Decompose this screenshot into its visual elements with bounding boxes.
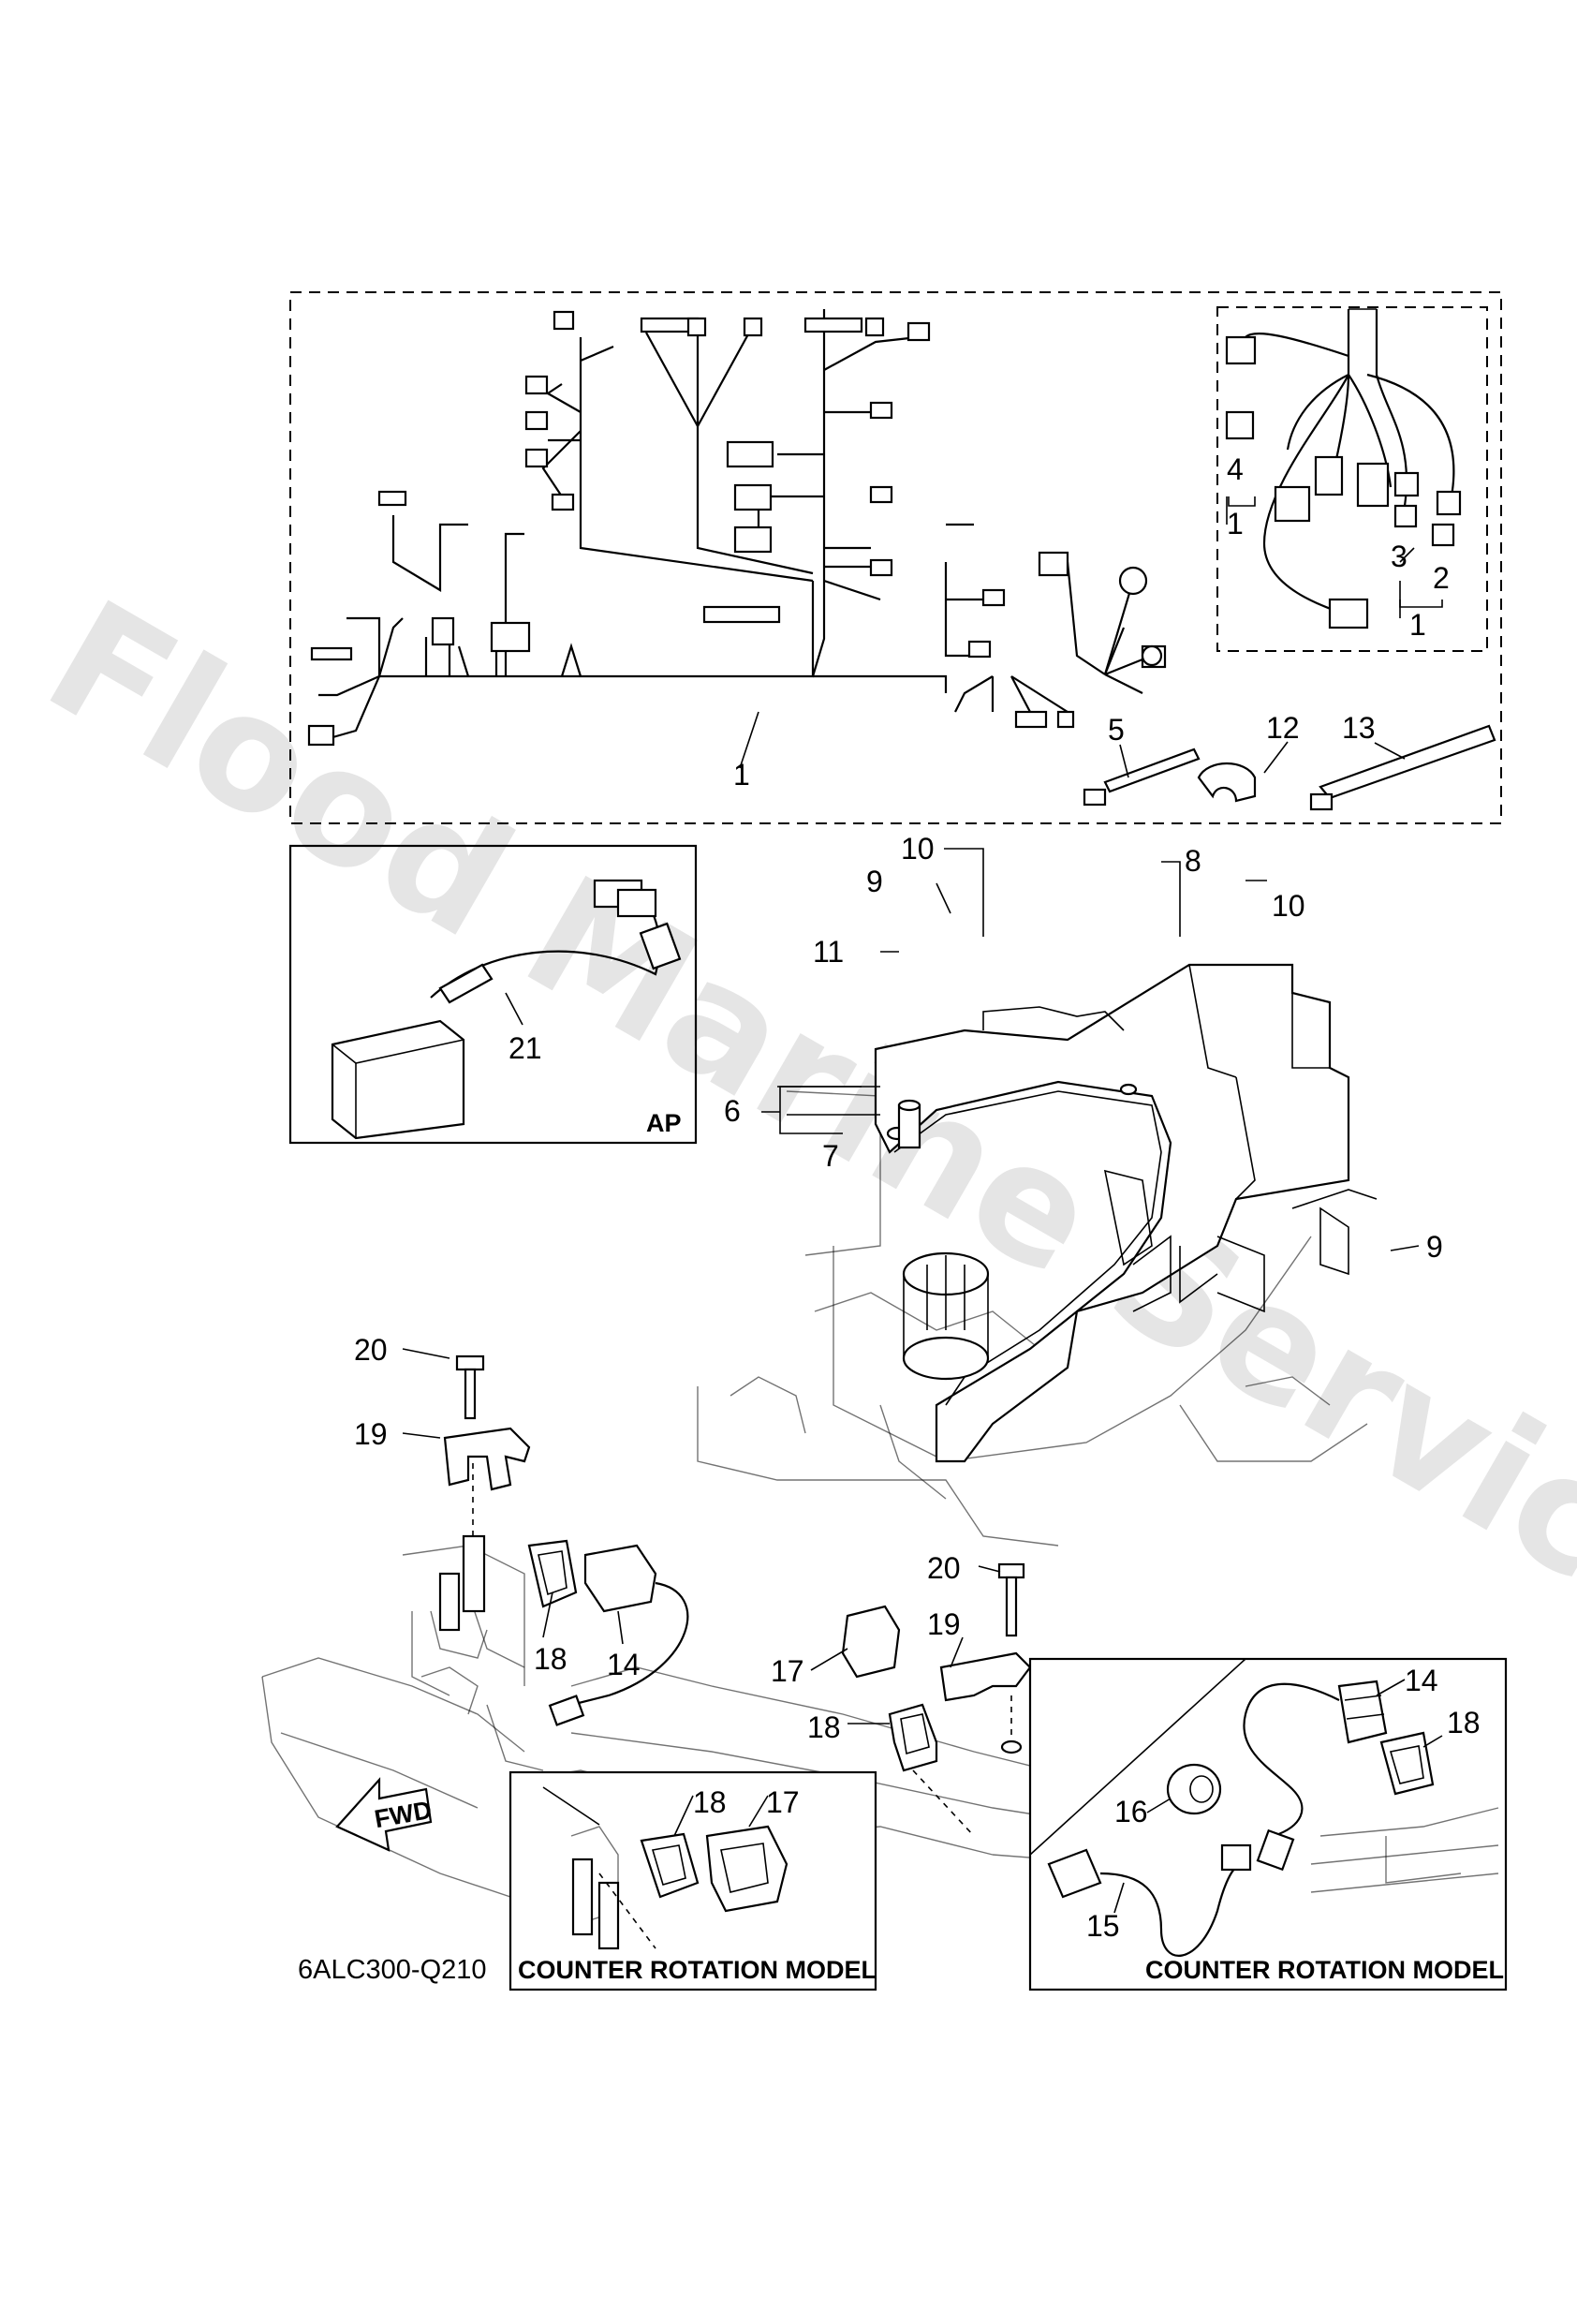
sub-harness-frame xyxy=(1216,306,1488,652)
callout-1: 1 xyxy=(733,758,750,792)
callout-1: 1 xyxy=(1409,608,1426,642)
sub-harness xyxy=(1225,308,1462,629)
callout-16: 16 xyxy=(1114,1795,1148,1828)
lower-left-illustration: FWD xyxy=(261,1354,1190,1902)
callout-4: 4 xyxy=(1227,452,1244,486)
callout-20: 20 xyxy=(354,1333,388,1367)
callout-14: 14 xyxy=(607,1648,641,1681)
callout-19: 19 xyxy=(354,1417,388,1451)
callout-10: 10 xyxy=(1272,889,1305,923)
counter-rotation-left-parts xyxy=(542,1786,788,1950)
callout-5: 5 xyxy=(1108,713,1125,747)
harness-frame xyxy=(289,291,1502,824)
wire-harness xyxy=(307,309,1167,747)
leader-lines xyxy=(402,496,1443,1914)
callout-14: 14 xyxy=(1405,1664,1438,1697)
callout-18: 18 xyxy=(807,1710,841,1744)
callout-9: 9 xyxy=(866,865,883,898)
counter-rotation-label-left: COUNTER ROTATION MODEL xyxy=(518,1956,877,1984)
callout-7: 7 xyxy=(822,1139,839,1173)
callout-8: 8 xyxy=(1185,844,1201,878)
tie-wraps xyxy=(1083,724,1496,811)
callout-9: 9 xyxy=(1426,1230,1443,1264)
callout-18: 18 xyxy=(693,1785,727,1819)
battery-cable xyxy=(331,879,682,1140)
ap-label: AP xyxy=(646,1109,682,1137)
drawing-code: 6ALC300-Q210 xyxy=(298,1955,487,1985)
callout-17: 17 xyxy=(766,1785,800,1819)
callout-3: 3 xyxy=(1391,540,1408,573)
bottom-cowling-illustration xyxy=(697,963,1378,1547)
ap-inset-frame xyxy=(288,844,698,1145)
callout-10: 10 xyxy=(901,832,935,866)
callout-6: 6 xyxy=(724,1094,741,1128)
callout-13: 13 xyxy=(1342,711,1376,745)
callout-21: 21 xyxy=(508,1031,542,1065)
callout-15: 15 xyxy=(1086,1909,1120,1943)
counter-rotation-label-right: COUNTER ROTATION MODEL xyxy=(1145,1956,1504,1984)
callout-12: 12 xyxy=(1266,711,1300,745)
counter-rotation-box-right xyxy=(1028,1657,1508,1991)
callout-19: 19 xyxy=(927,1607,961,1641)
callouts: 1 1 1 2 3 4 5 12 13 10 8 10 9 11 6 7 9 2… xyxy=(298,452,1504,1985)
callout-1: 1 xyxy=(1227,507,1244,540)
counter-rotation-right-parts xyxy=(1029,1658,1499,1957)
callout-11: 11 xyxy=(813,935,844,969)
callout-2: 2 xyxy=(1433,561,1450,595)
middle-lower-parts xyxy=(841,1562,1032,1837)
callout-17: 17 xyxy=(771,1654,804,1688)
callout-18: 18 xyxy=(534,1642,567,1676)
callout-18: 18 xyxy=(1447,1706,1481,1739)
callout-20: 20 xyxy=(927,1551,961,1585)
